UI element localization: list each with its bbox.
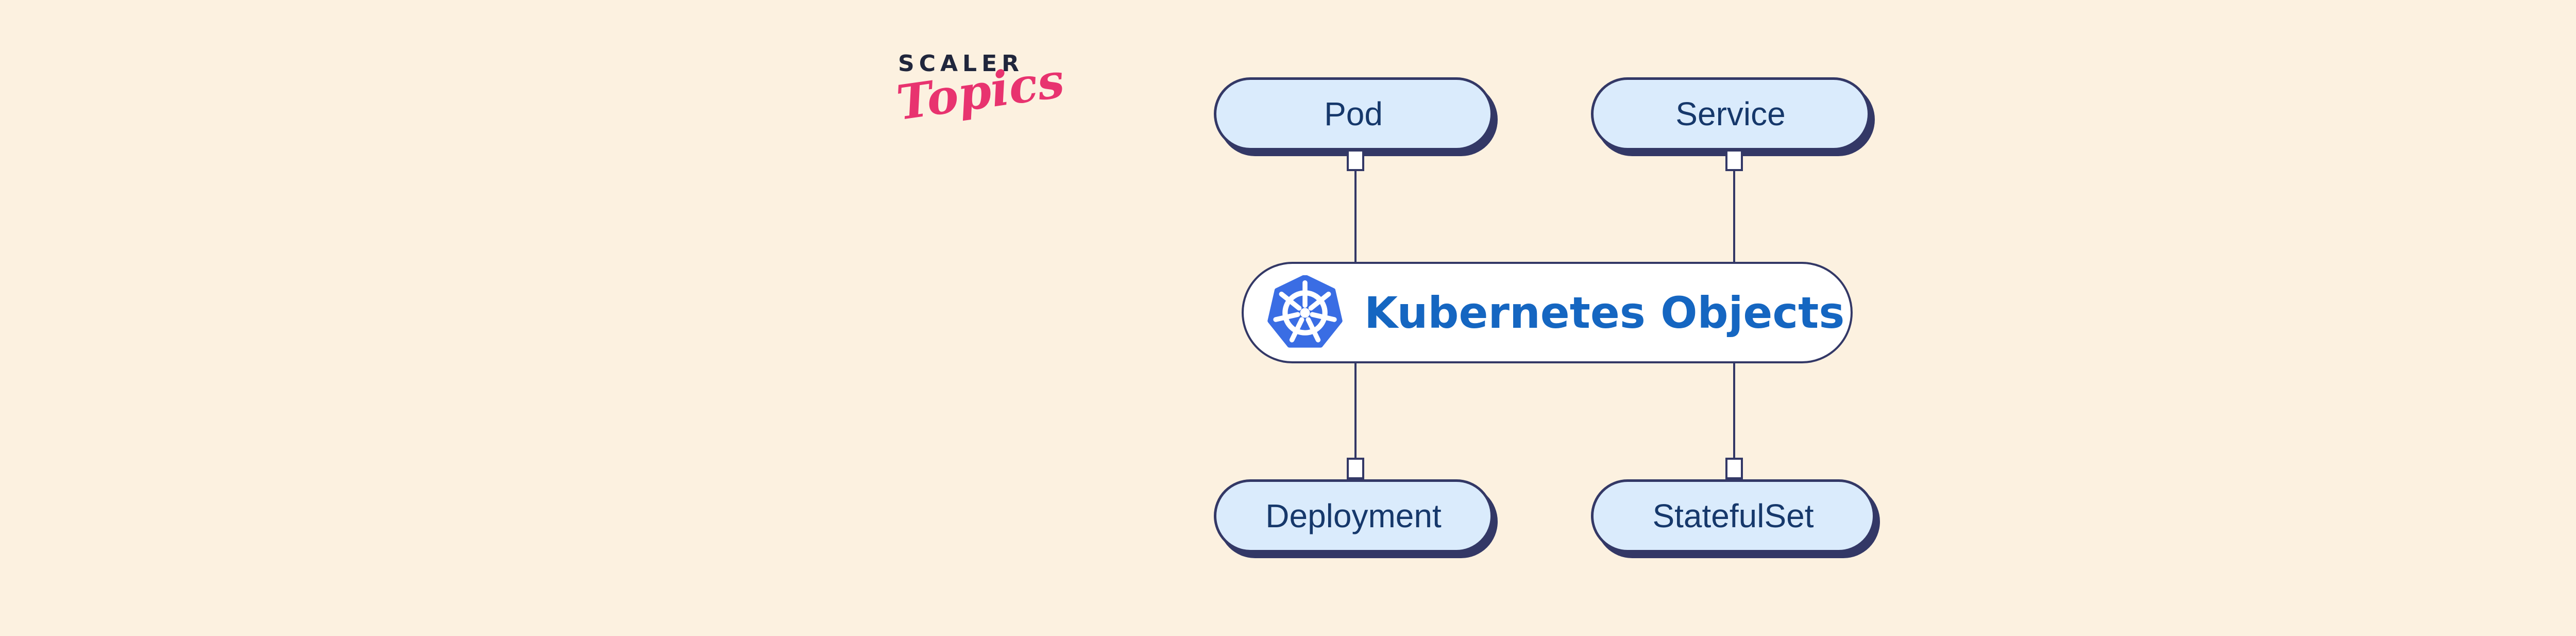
connector-anchor-pod: [1347, 149, 1364, 171]
connector-anchor-deployment: [1347, 458, 1364, 479]
connector-line-deployment: [1354, 360, 1357, 459]
connector-anchor-service: [1725, 149, 1743, 171]
connector-line-pod: [1354, 170, 1357, 264]
node-service-label: Service: [1675, 95, 1786, 132]
logo-brand-text: SCALER: [898, 51, 1024, 77]
node-pod-label: Pod: [1324, 95, 1383, 132]
connector-anchor-statefulset: [1725, 458, 1743, 479]
kubernetes-helm-icon: [1267, 275, 1343, 347]
connector-line-statefulset: [1733, 360, 1735, 459]
scaler-topics-logo: SCALER Topics: [893, 51, 1067, 131]
node-pod: Pod: [1214, 77, 1493, 150]
connector-line-service: [1733, 170, 1735, 264]
node-statefulset: StatefulSet: [1591, 479, 1875, 553]
node-deployment: Deployment: [1214, 479, 1493, 553]
node-deployment-label: Deployment: [1265, 497, 1442, 534]
kubernetes-objects-pill: Kubernetes Objects: [1242, 262, 1853, 363]
node-statefulset-label: StatefulSet: [1652, 497, 1814, 534]
node-service: Service: [1591, 77, 1870, 150]
kubernetes-objects-label: Kubernetes Objects: [1364, 287, 1845, 338]
